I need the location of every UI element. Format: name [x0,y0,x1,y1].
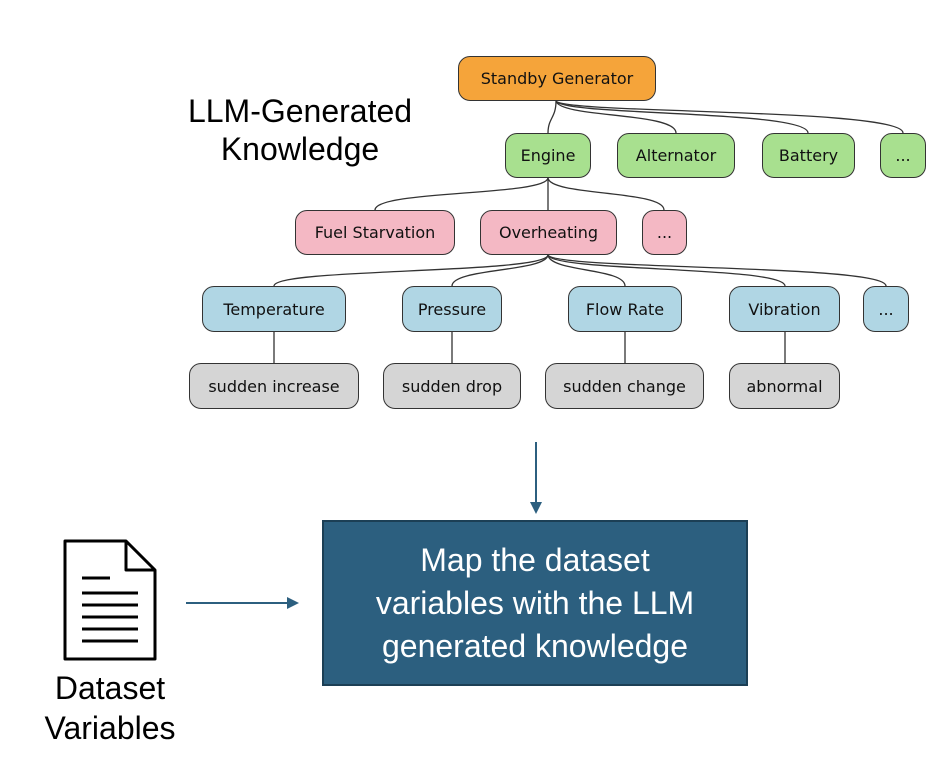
node-failure-more: ... [642,210,687,255]
node-temperature: Temperature [202,286,346,332]
edge-engine-more [547,177,665,211]
down-arrow [530,442,542,514]
node-standby-generator: Standby Generator [458,56,656,101]
map-variables-box: Map the dataset variables with the LLM g… [322,520,748,686]
edge-engine-fuel [374,177,549,211]
node-alternator: Alternator [617,133,735,178]
node-sudden-increase: sudden increase [189,363,359,409]
node-battery: Battery [762,133,855,178]
title-line-2: Knowledge [220,131,380,167]
edge-root-engine [547,100,557,134]
node-flow-rate: Flow Rate [568,286,682,332]
edge-overheating-flowrate [547,254,626,287]
edge-overheating-more [547,254,887,287]
edge-overheating-pressure [451,254,549,287]
node-engine: Engine [505,133,591,178]
node-variable-more: ... [863,286,909,332]
node-abnormal: abnormal [729,363,840,409]
node-sudden-drop: sudden drop [383,363,521,409]
node-fuel-starvation: Fuel Starvation [295,210,455,255]
dataset-line-1: Dataset [54,670,166,706]
title-line-1: LLM-Generated [187,93,413,129]
edge-overheating-temperature [273,254,549,287]
map-line-1: Map the dataset [420,541,650,578]
right-arrow [186,597,299,609]
edge-root-alternator [555,100,677,134]
edge-root-battery [555,100,809,134]
map-line-2: variables with the LLM [375,584,695,621]
node-vibration: Vibration [729,286,840,332]
node-component-more: ... [880,133,926,178]
node-pressure: Pressure [402,286,502,332]
diagram-title: LLM-Generated Knowledge [160,92,440,168]
dataset-variables-label: Dataset Variables [20,668,200,748]
map-line-3: generated knowledge [381,627,688,664]
document-icon [63,539,157,661]
edge-root-more [555,100,904,134]
dataset-line-2: Variables [44,710,176,746]
node-sudden-change: sudden change [545,363,704,409]
edge-overheating-vibration [547,254,786,287]
node-overheating: Overheating [480,210,617,255]
